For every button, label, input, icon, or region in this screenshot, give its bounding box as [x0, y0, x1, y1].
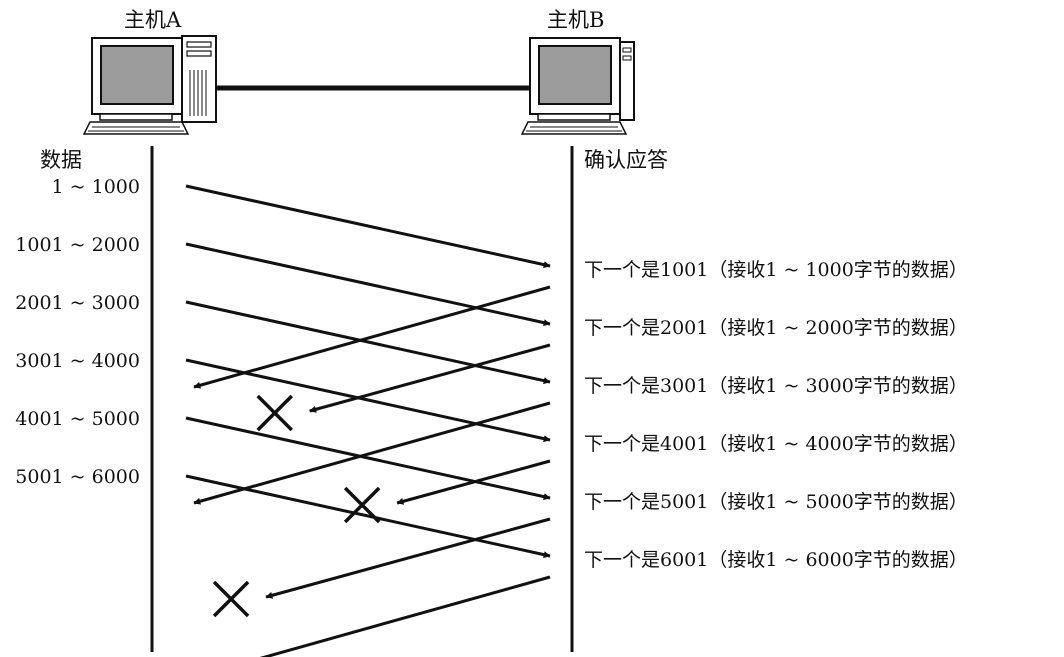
arrow-layer [185, 184, 551, 657]
data-segment-arrow [185, 242, 551, 327]
data-column-header: 数据 [40, 148, 82, 172]
host-a-label: 主机A [124, 8, 182, 32]
segment-label: 3001 ~ 4000 [15, 350, 140, 372]
ack-label: 下一个是6001（接收1 ~ 6000字节的数据） [584, 549, 968, 571]
segment-label: 1001 ~ 2000 [15, 234, 140, 256]
data-segment-arrow [185, 300, 551, 385]
data-segment-arrow [185, 474, 551, 559]
ack-arrow [193, 401, 551, 505]
ack-arrow-lost [309, 343, 551, 413]
ack-column-header: 确认应答 [584, 148, 668, 172]
segment-label: 5001 ~ 6000 [15, 466, 140, 488]
ack-arrow-lost [265, 517, 551, 599]
host-a-computer-icon [82, 35, 217, 135]
ack-label: 下一个是5001（接收1 ~ 5000字节的数据） [584, 491, 968, 513]
x-mark-icon [212, 580, 250, 618]
host-b-label: 主机B [547, 8, 605, 32]
segment-label: 4001 ~ 5000 [15, 408, 140, 430]
ack-label: 下一个是1001（接收1 ~ 1000字节的数据） [584, 259, 968, 281]
segment-label: 2001 ~ 3000 [15, 292, 140, 314]
ack-label: 下一个是4001（接收1 ~ 4000字节的数据） [584, 433, 968, 455]
ack-arrow [259, 575, 551, 657]
data-segment-arrow [185, 184, 551, 269]
x-mark-icon [256, 394, 293, 432]
ack-arrow [193, 285, 551, 389]
data-segment-arrow [185, 358, 551, 443]
data-segment-arrow [185, 416, 551, 501]
ack-label: 下一个是3001（接收1 ~ 3000字节的数据） [584, 375, 968, 397]
ack-label: 下一个是2001（接收1 ~ 2000字节的数据） [584, 317, 968, 339]
segment-label: 1 ~ 1000 [51, 176, 140, 198]
host-b-computer-icon [520, 37, 635, 135]
